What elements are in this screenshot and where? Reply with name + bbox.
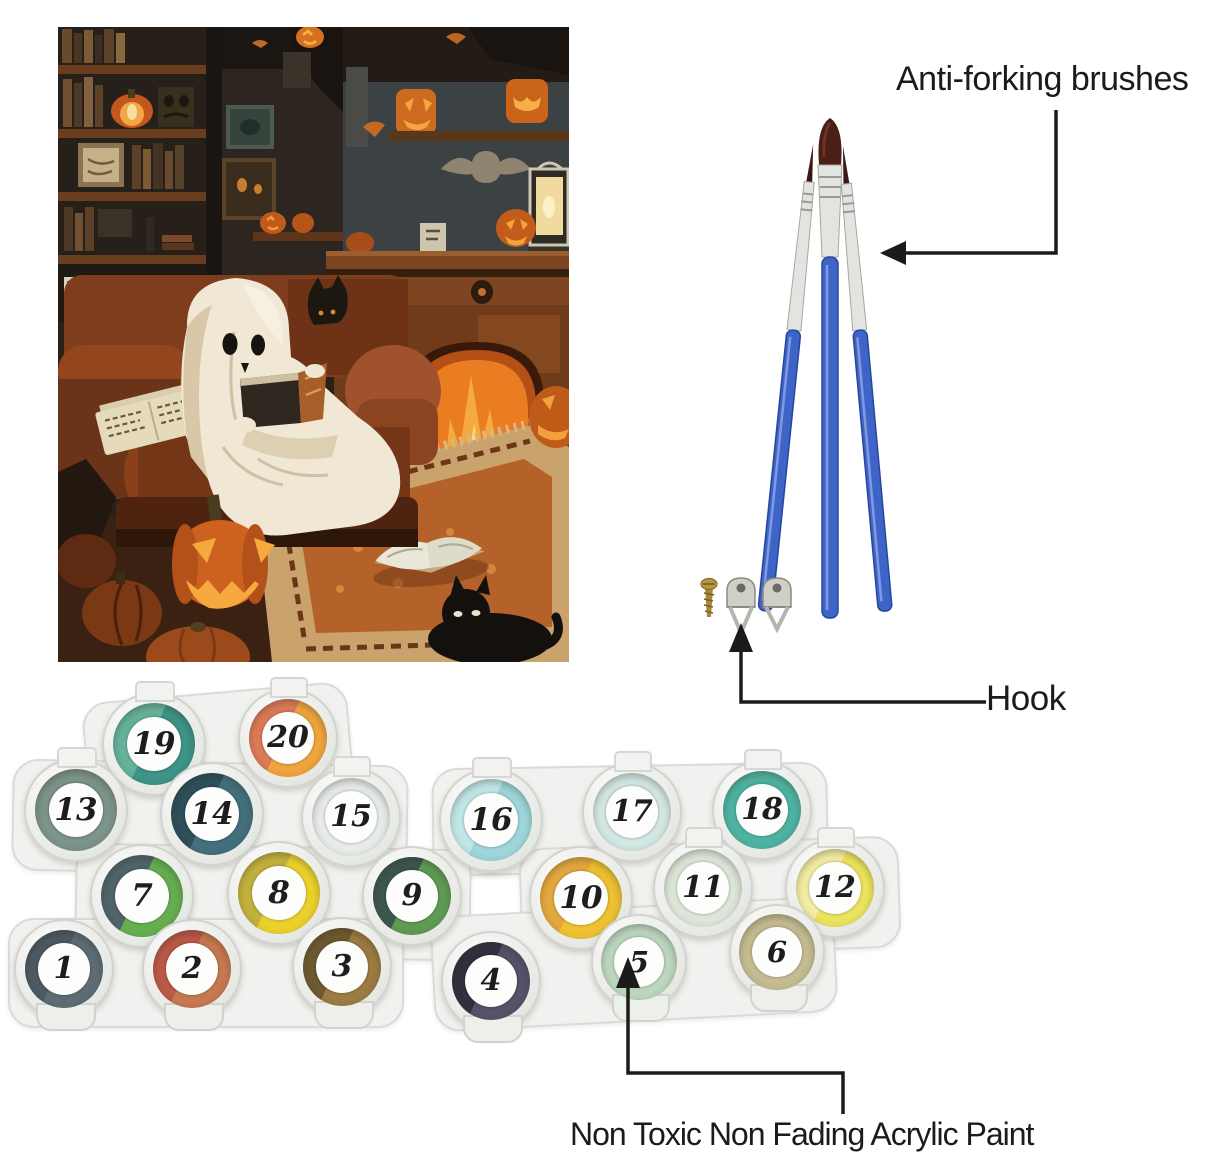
screw-icon: [700, 577, 718, 617]
paint-pot-13: 13: [24, 747, 128, 862]
pot-number: 15: [325, 791, 377, 843]
pot-number: 6: [752, 927, 802, 977]
pumpkin-right: [529, 386, 569, 448]
pot-lid-tab: [269, 677, 309, 698]
paint-pot-14: 14: [160, 762, 264, 866]
pot-number: 16: [464, 793, 518, 847]
pot-number: 13: [49, 783, 103, 837]
mantel-decor: [343, 27, 569, 275]
pot-number: 3: [316, 941, 368, 993]
pot-number: 18: [736, 784, 788, 836]
pot-number: 8: [252, 866, 306, 920]
pot-number: 19: [127, 717, 181, 771]
paint-pot-20: 20: [238, 677, 338, 788]
paint-pot-1: 1: [14, 919, 114, 1031]
pot-number: 2: [166, 943, 218, 995]
anti-forking-brushes-label: Anti-forking brushes: [896, 60, 1189, 98]
brush-liner-right-icon: [840, 145, 893, 612]
pot-number: 17: [606, 786, 658, 838]
pot-number: 20: [262, 712, 314, 764]
pot-lid-tab: [332, 756, 372, 777]
paint-pot-9: 9: [362, 846, 462, 946]
brush-liner-left-icon: [757, 144, 815, 612]
paint-pot-8: 8: [227, 841, 331, 945]
pot-lid-tab: [135, 681, 175, 702]
ghost: [181, 278, 401, 536]
pumpkins-front: [58, 459, 275, 662]
pot-number: 12: [809, 862, 861, 914]
paint-pot-17: 17: [582, 751, 682, 862]
acrylic-paint-label: Non Toxic Non Fading Acrylic Paint: [570, 1116, 1034, 1152]
pot-lid-tab: [743, 749, 783, 770]
paint-pot-12: 12: [785, 827, 885, 938]
pot-number: 14: [185, 787, 239, 841]
paint-pot-11: 11: [653, 827, 753, 938]
painting-preview: [58, 27, 569, 662]
open-book: [373, 537, 489, 588]
paint-pot-3: 3: [292, 917, 392, 1029]
pot-lid-tab: [816, 827, 856, 848]
pot-lid-tab: [684, 827, 724, 848]
pot-number: 10: [554, 871, 608, 925]
pot-number: 11: [677, 862, 729, 914]
pot-lid-tab: [472, 757, 512, 778]
hook-label: Hook: [986, 679, 1066, 718]
pot-number: 1: [38, 943, 90, 995]
paint-pot-16: 16: [439, 757, 543, 872]
black-cat: [428, 575, 563, 662]
pot-lid-tab: [57, 747, 97, 768]
paint-pot-5: 5: [591, 914, 687, 1022]
paint-pot-18: 18: [712, 749, 812, 860]
paint-pot-4: 4: [441, 931, 541, 1043]
paint-pot-7: 7: [90, 844, 194, 948]
pot-number: 7: [115, 869, 169, 923]
pot-number: 9: [386, 870, 438, 922]
pot-lid-tab: [613, 751, 653, 772]
paint-pot-6: 6: [729, 904, 825, 1012]
brush-flat-middle-icon: [817, 118, 843, 619]
pot-number: 5: [614, 937, 664, 987]
pot-number: 4: [465, 955, 517, 1007]
paint-pot-2: 2: [142, 919, 242, 1031]
brush-and-hook-photo: [700, 118, 893, 639]
hook-hanger-icon: [762, 577, 792, 634]
paint-pot-15: 15: [301, 756, 401, 867]
